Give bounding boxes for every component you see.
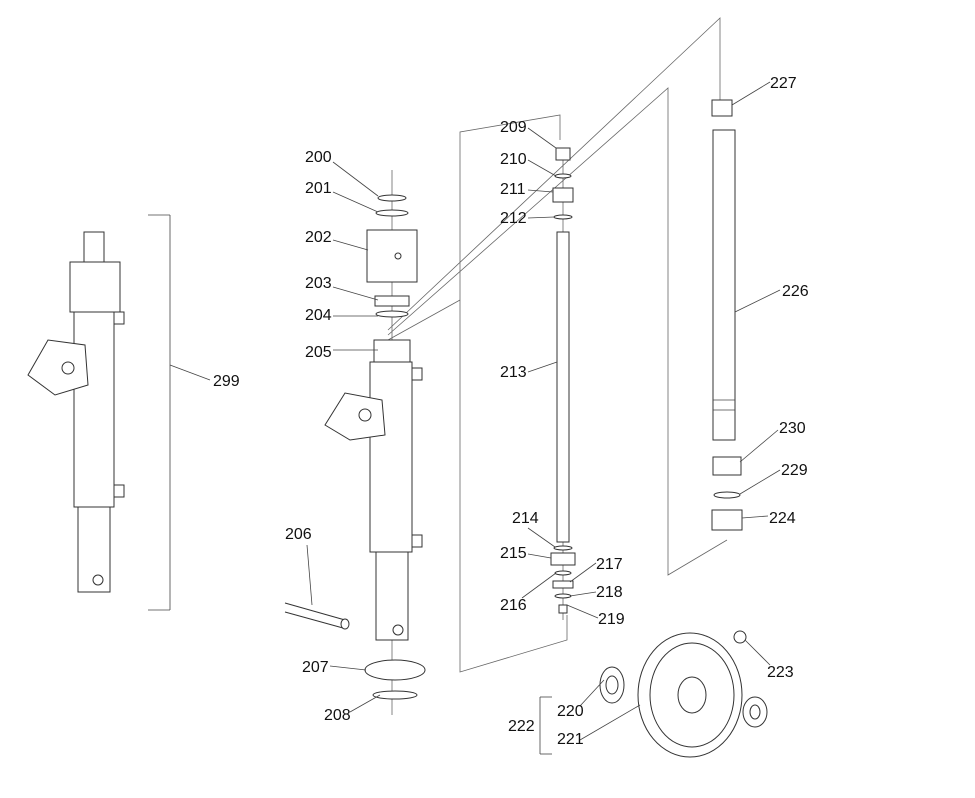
label-229: 229 (781, 462, 808, 479)
label-220: 220 (557, 703, 584, 720)
label-216: 216 (500, 597, 527, 614)
label-205: 205 (305, 344, 332, 361)
label-299: 299 (213, 373, 240, 390)
label-219: 219 (598, 611, 625, 628)
label-227: 227 (770, 75, 797, 92)
label-206: 206 (285, 526, 312, 543)
label-217: 217 (596, 556, 623, 573)
label-230: 230 (779, 420, 806, 437)
label-224: 224 (769, 510, 796, 527)
cylinder-parts (284, 194, 426, 700)
wheel-parts (539, 630, 768, 758)
piston-rod-parts (550, 147, 576, 614)
label-201: 201 (305, 180, 332, 197)
assembled-cylinder-299 (27, 214, 211, 611)
label-203: 203 (305, 275, 332, 292)
label-204: 204 (305, 307, 332, 324)
label-211: 211 (500, 181, 526, 198)
label-207: 207 (302, 659, 329, 676)
label-214: 214 (512, 510, 539, 527)
label-200: 200 (305, 149, 332, 166)
label-210: 210 (500, 151, 527, 168)
label-221: 221 (557, 731, 584, 748)
label-213: 213 (500, 364, 527, 381)
label-215: 215 (500, 545, 527, 562)
label-212: 212 (500, 210, 527, 227)
label-209: 209 (500, 119, 527, 136)
leader-lines (306, 81, 781, 741)
tube-parts (711, 99, 743, 531)
label-222: 222 (508, 718, 535, 735)
label-208: 208 (324, 707, 351, 724)
label-223: 223 (767, 664, 794, 681)
label-202: 202 (305, 229, 332, 246)
part-labels: 299 200 201 202 203 204 205 206 207 208 … (213, 75, 809, 748)
label-218: 218 (596, 584, 623, 601)
label-226: 226 (782, 283, 809, 300)
